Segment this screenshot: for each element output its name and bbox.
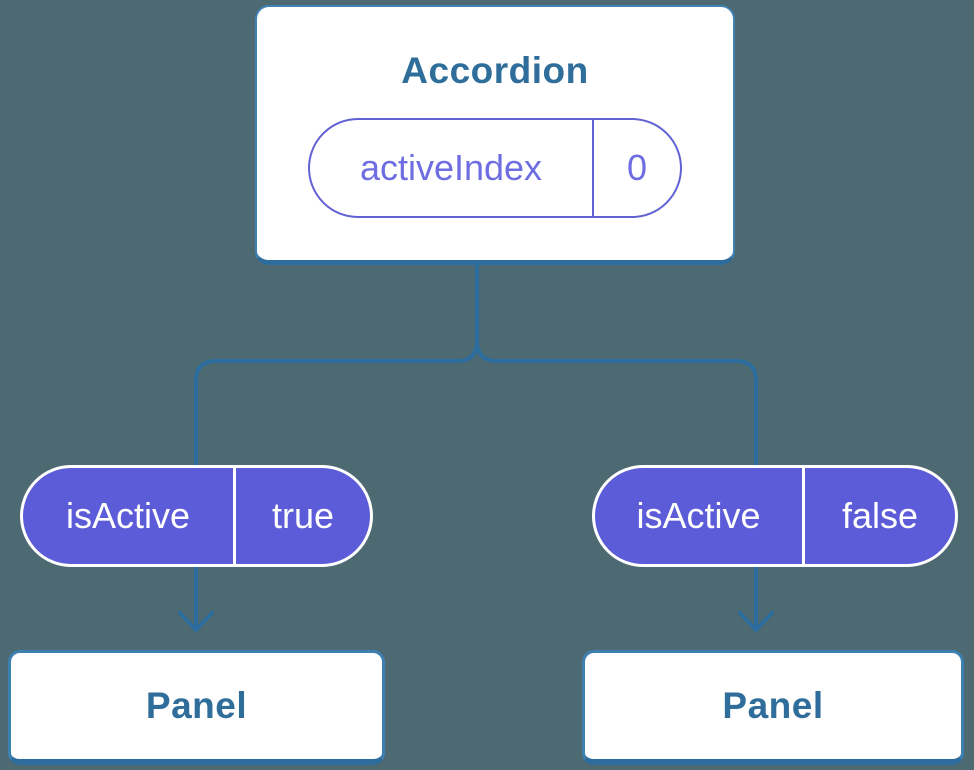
prop-pill-left: isActive true xyxy=(20,465,373,567)
tree-branch-left xyxy=(194,261,479,472)
panel-node-left: Panel xyxy=(8,650,385,765)
prop-pill-right-label: isActive xyxy=(636,495,761,536)
accordion-node: Accordion activeIndex 0 xyxy=(255,5,735,265)
prop-pill-left-value: true xyxy=(233,468,370,564)
panel-node-right: Panel xyxy=(582,650,964,765)
state-pill-value: 0 xyxy=(592,120,680,216)
tree-branch-right xyxy=(475,261,758,472)
prop-pill-left-label: isActive xyxy=(65,495,191,536)
prop-pill-right: isActive false xyxy=(592,465,958,567)
prop-pill-right-value: false xyxy=(802,468,955,564)
state-pill: activeIndex 0 xyxy=(308,118,682,218)
arrow-down-icon-left xyxy=(178,611,214,632)
state-pill-label: activeIndex xyxy=(359,147,543,188)
accordion-title: Accordion xyxy=(401,50,589,91)
arrow-down-icon-right xyxy=(738,611,774,632)
